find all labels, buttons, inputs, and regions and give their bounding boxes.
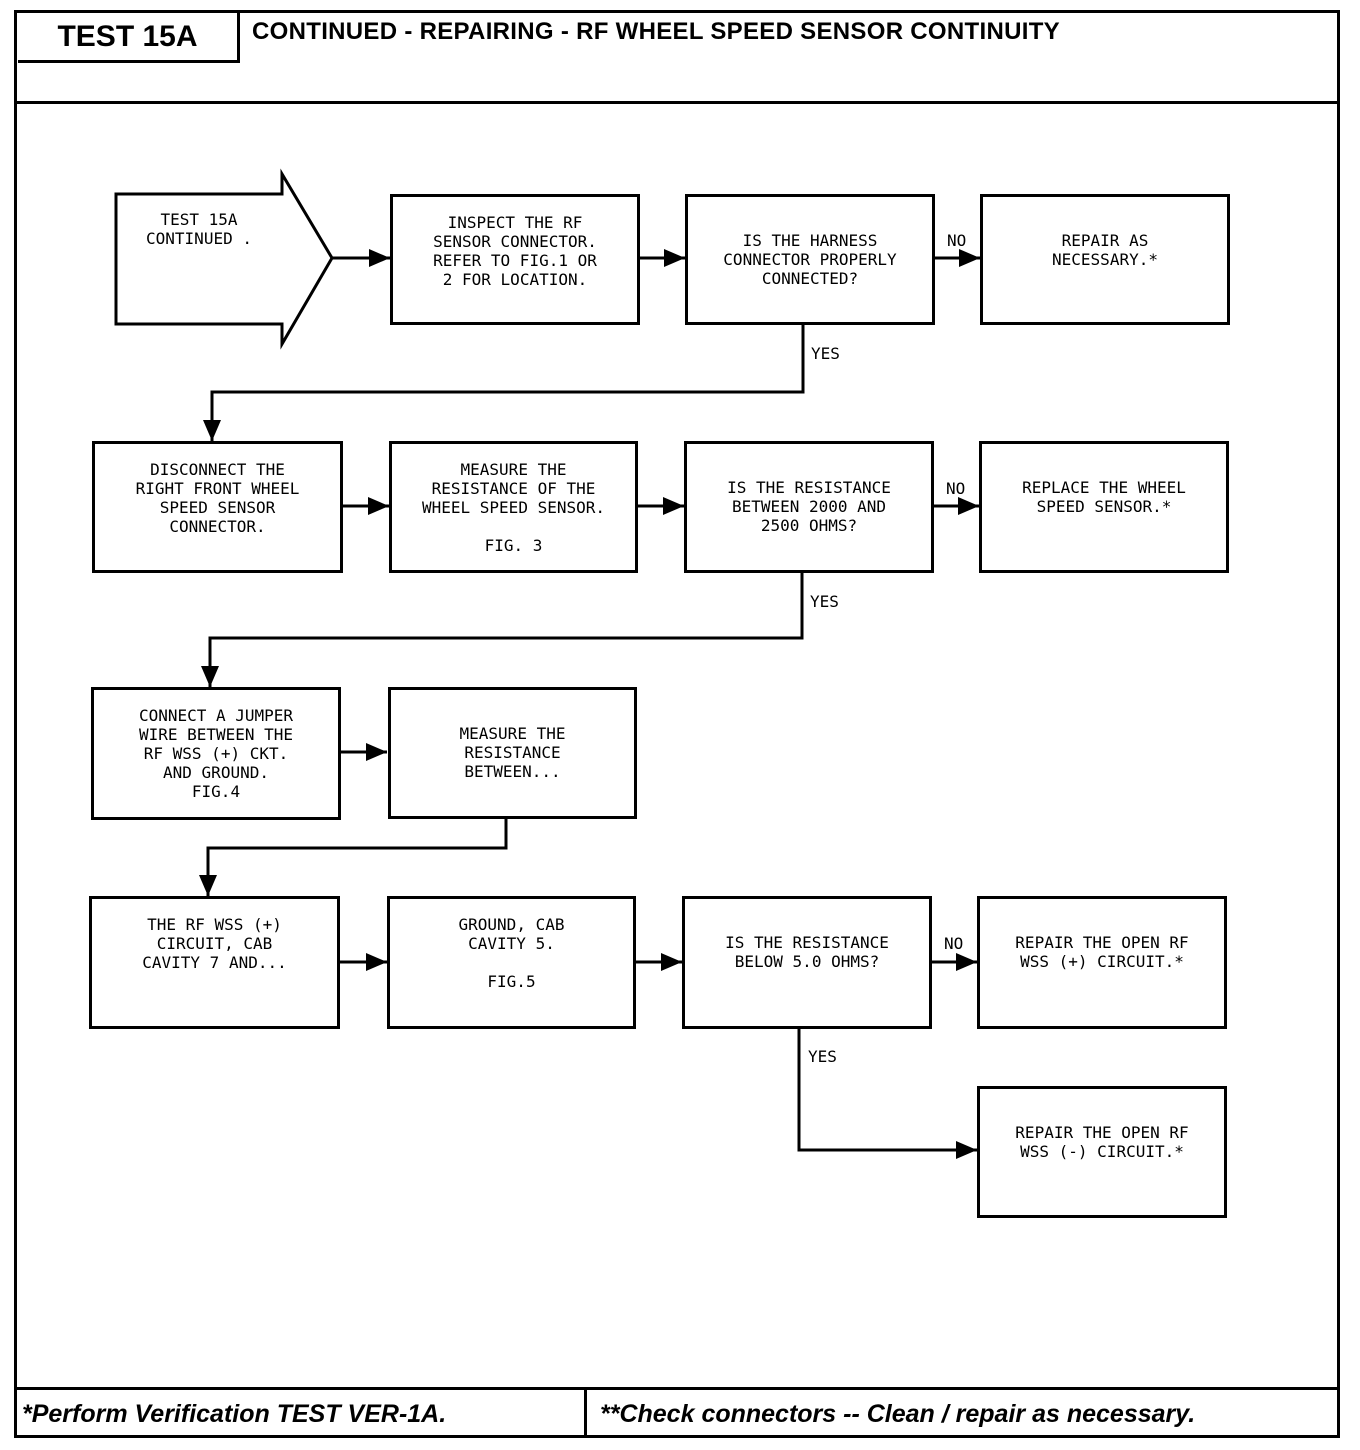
- page-title: CONTINUED - REPAIRING - RF WHEEL SPEED S…: [252, 18, 1060, 45]
- no-label: NO: [947, 231, 967, 250]
- footer-connectors-note: **Check connectors -- Clean / repair as …: [600, 1400, 1196, 1428]
- start-arrow-shape: [114, 168, 334, 350]
- measure-resistance-between-box: MEASURE THE RESISTANCE BETWEEN...: [388, 687, 637, 819]
- no-label: NO: [944, 934, 964, 953]
- start-test-15a-continued: TEST 15A CONTINUED .: [146, 210, 252, 248]
- disconnect-sensor-box: DISCONNECT THE RIGHT FRONT WHEEL SPEED S…: [92, 441, 343, 573]
- repair-as-necessary-box: REPAIR AS NECESSARY.*: [980, 194, 1230, 325]
- footer-verification-note: *Perform Verification TEST VER-1A.: [22, 1400, 447, 1428]
- resistance-range-question: IS THE RESISTANCE BETWEEN 2000 AND 2500 …: [684, 441, 934, 573]
- replace-sensor-box: REPLACE THE WHEEL SPEED SENSOR.*: [979, 441, 1229, 573]
- yes-label: YES: [811, 344, 840, 363]
- below-5-ohms-question: IS THE RESISTANCE BELOW 5.0 OHMS?: [682, 896, 932, 1029]
- no-label: NO: [946, 479, 966, 498]
- ground-cavity-box: GROUND, CAB CAVITY 5. FIG.5: [387, 896, 636, 1029]
- harness-connected-question: IS THE HARNESS CONNECTOR PROPERLY CONNEC…: [685, 194, 935, 325]
- yes-label: YES: [810, 592, 839, 611]
- connect-jumper-box: CONNECT A JUMPER WIRE BETWEEN THE RF WSS…: [91, 687, 341, 820]
- repair-open-plus-box: REPAIR THE OPEN RF WSS (+) CIRCUIT.*: [977, 896, 1227, 1029]
- measure-sensor-resistance-box: MEASURE THE RESISTANCE OF THE WHEEL SPEE…: [389, 441, 638, 573]
- footer-divider: [14, 1387, 1340, 1390]
- yes-label: YES: [808, 1047, 837, 1066]
- circuit-cavity-box: THE RF WSS (+) CIRCUIT, CAB CAVITY 7 AND…: [89, 896, 340, 1029]
- header-divider: [14, 101, 1340, 104]
- test-number: TEST 15A: [18, 13, 240, 63]
- repair-open-minus-box: REPAIR THE OPEN RF WSS (-) CIRCUIT.*: [977, 1086, 1227, 1218]
- page-frame: [14, 10, 1340, 1438]
- inspect-connector-box: INSPECT THE RF SENSOR CONNECTOR. REFER T…: [390, 194, 640, 325]
- footer-separator: [584, 1388, 587, 1438]
